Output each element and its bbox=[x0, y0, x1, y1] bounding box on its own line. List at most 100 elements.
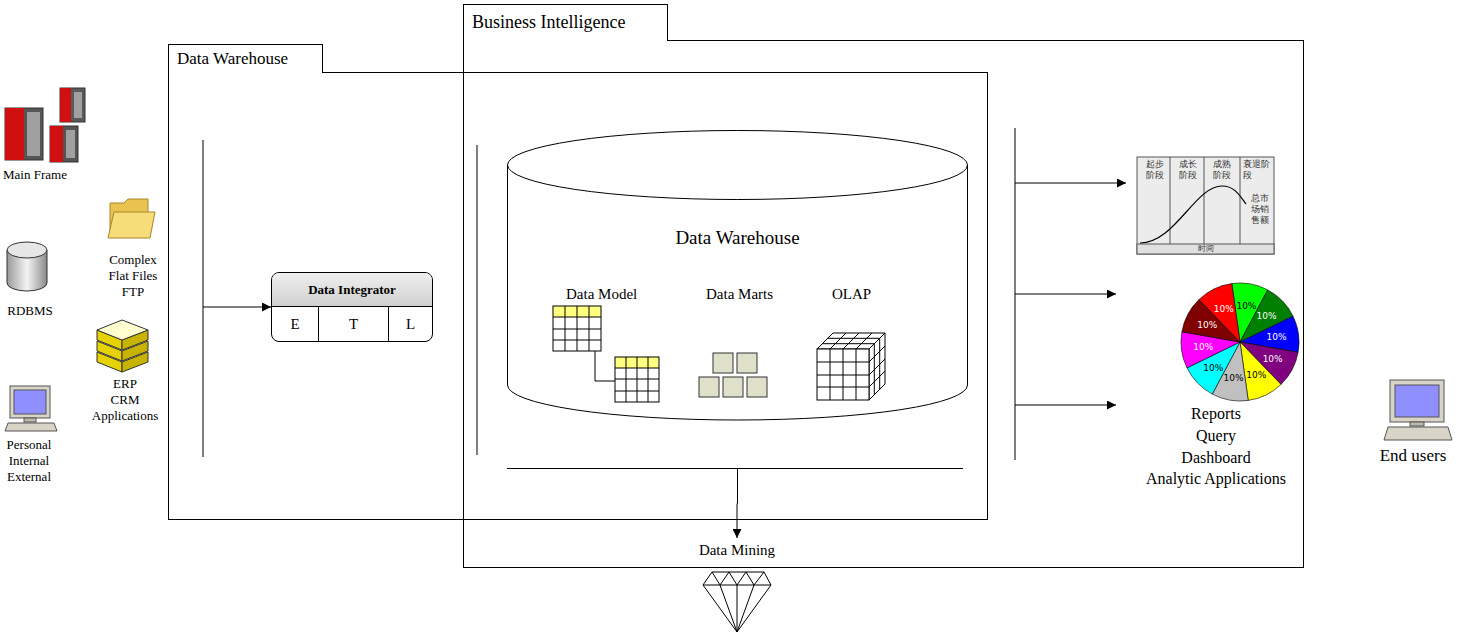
application-stack-icon bbox=[97, 320, 148, 372]
slice-value: 10% bbox=[1255, 310, 1279, 322]
flow-arrow bbox=[737, 469, 739, 538]
olap-cube bbox=[817, 349, 869, 400]
etl-box: Data IntegratorETL bbox=[271, 272, 433, 342]
gem-icon bbox=[703, 572, 771, 632]
mainframe-icon bbox=[5, 108, 43, 160]
output-bus bbox=[1015, 128, 1126, 460]
source-bus bbox=[203, 307, 271, 308]
lifecycle-chart bbox=[1137, 244, 1274, 254]
data-mart-cubes bbox=[699, 377, 719, 397]
computer-icon bbox=[14, 390, 46, 414]
table-icon bbox=[553, 306, 659, 402]
mainframe-icon bbox=[60, 88, 85, 122]
table-icon bbox=[595, 351, 615, 381]
mainframe-icon bbox=[60, 88, 71, 122]
mainframe-icon bbox=[5, 108, 24, 160]
output-label: Analytic Applications bbox=[1126, 469, 1306, 489]
step-cell: E bbox=[272, 307, 318, 341]
output-label: Query bbox=[1126, 426, 1306, 446]
data-mart-cubes bbox=[747, 377, 767, 397]
end-user-computer bbox=[1384, 427, 1452, 440]
source-label: ERP CRM Applications bbox=[85, 376, 165, 424]
slice-value: 10% bbox=[1195, 319, 1219, 331]
region-title: Business Intelligence bbox=[463, 4, 668, 41]
chart-axis-label: 时间 bbox=[1137, 244, 1274, 254]
mining-node: Data Mining bbox=[676, 538, 798, 562]
source-label: RDBMS bbox=[5, 303, 55, 319]
slice-value: 10% bbox=[1265, 331, 1289, 343]
data-mart-cubes bbox=[699, 353, 767, 397]
database-icon bbox=[7, 242, 47, 258]
lifecycle-chart bbox=[1137, 157, 1274, 254]
computer-icon bbox=[24, 418, 36, 422]
cylinder-base-bar bbox=[507, 468, 963, 469]
table-icon bbox=[615, 357, 659, 402]
cylinder-title: Data Warehouse bbox=[507, 227, 968, 249]
mainframe-icon bbox=[50, 126, 78, 162]
slice-value: 10% bbox=[1201, 362, 1225, 374]
step-cell: T bbox=[318, 307, 389, 341]
table-icon bbox=[615, 357, 659, 402]
cylinder-top bbox=[508, 131, 968, 200]
node-label: Data Mining bbox=[676, 538, 798, 562]
folder-icon bbox=[108, 199, 155, 238]
olap-cube bbox=[822, 333, 879, 349]
source-bus bbox=[203, 140, 204, 457]
olap-cube bbox=[869, 333, 885, 400]
computer-icon bbox=[10, 386, 50, 418]
gem-icon bbox=[712, 572, 764, 585]
end-user-computer bbox=[1410, 422, 1424, 426]
lifecycle-chart bbox=[1137, 157, 1274, 254]
olap-cube bbox=[817, 349, 869, 400]
bi-bus bbox=[477, 145, 478, 455]
slice-value: 10% bbox=[1222, 372, 1246, 384]
chart-stage: 衰退阶段 bbox=[1243, 159, 1271, 181]
mainframe-icon bbox=[5, 88, 85, 162]
application-stack-icon bbox=[97, 320, 148, 340]
slice-value: 10% bbox=[1212, 303, 1236, 315]
folder-icon bbox=[108, 212, 155, 238]
mainframe-icon bbox=[74, 92, 82, 118]
pie-chart bbox=[1181, 283, 1299, 401]
source-bus bbox=[203, 140, 271, 457]
section-label: Data Model bbox=[566, 286, 637, 303]
data-mart-cubes bbox=[713, 353, 733, 373]
section-label: OLAP bbox=[832, 286, 871, 303]
end-user-computer bbox=[1395, 385, 1439, 417]
bi-region: Business IntelligenceData Mining bbox=[463, 40, 1304, 568]
table-icon bbox=[553, 306, 601, 351]
section-label: Data Marts bbox=[706, 286, 773, 303]
slice-value: 10% bbox=[1261, 353, 1285, 365]
slice-value: 10% bbox=[1244, 369, 1268, 381]
olap-cube bbox=[817, 333, 885, 400]
source-label: Complex Flat Files FTP bbox=[101, 252, 165, 300]
slice-value: 10% bbox=[1234, 300, 1258, 312]
step-cell: L bbox=[389, 307, 432, 341]
lifecycle-chart bbox=[1170, 157, 1240, 244]
data-mart-cubes bbox=[737, 353, 757, 373]
gem-icon bbox=[720, 585, 754, 632]
chart-stage: 成长阶段 bbox=[1179, 159, 1198, 181]
gem-icon bbox=[703, 572, 771, 632]
output-bus bbox=[1015, 405, 1116, 406]
mainframe-icon bbox=[66, 130, 75, 158]
table-icon bbox=[553, 306, 601, 351]
output-label: Reports bbox=[1126, 404, 1306, 424]
mainframe-icon bbox=[27, 112, 40, 156]
computer-icon bbox=[5, 423, 57, 431]
database-icon bbox=[7, 242, 47, 291]
end-user-computer bbox=[1390, 380, 1444, 422]
chart-axis-note: 总市场销售额 bbox=[1251, 193, 1270, 226]
chart-stage: 起步阶段 bbox=[1146, 159, 1165, 181]
user-label: End users bbox=[1370, 446, 1456, 466]
end-user-computer bbox=[1384, 380, 1452, 440]
mainframe-icon bbox=[50, 126, 63, 162]
lifecycle-chart bbox=[1140, 186, 1246, 243]
slice-value: 10% bbox=[1191, 341, 1215, 353]
source-label: Main Frame bbox=[3, 167, 67, 183]
chart-stage: 成熟阶段 bbox=[1213, 159, 1232, 181]
